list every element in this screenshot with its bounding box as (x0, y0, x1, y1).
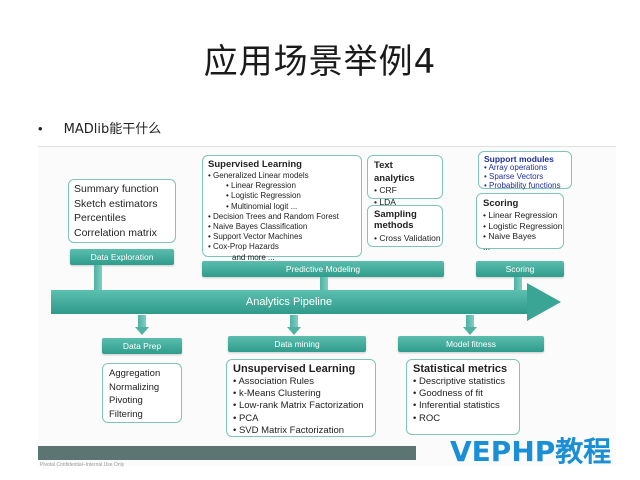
list-item: • Descriptive statistics (413, 376, 506, 387)
list-item: • Array operations (484, 163, 548, 172)
list-item: • PCA (233, 412, 259, 424)
list-item: • Low-rank Matrix Factorization (233, 400, 364, 412)
sampling-methods-box: Sampling methods • Cross Validation (367, 205, 443, 247)
list-item: • Multinomial logit ... (226, 201, 298, 211)
footer-note: Pivotal Confidential–Internal Use Only (40, 462, 125, 468)
footer-strip (38, 446, 416, 460)
list-item: • SVD Matrix Factorization (233, 424, 345, 436)
watermark-logo: VEPHP教程 (450, 435, 612, 468)
down-arrow-icon (135, 327, 149, 335)
list-item: Correlation matrix (74, 226, 157, 239)
connector (466, 315, 474, 329)
list-item: • Association Rules (233, 376, 314, 387)
unsupervised-learning-box: Unsupervised Learning • Association Rule… (226, 359, 376, 437)
list-item: Summary function (74, 183, 159, 195)
bullet-text: MADlib能干什么 (63, 122, 162, 137)
bullet-row: • MADlib能干什么 (38, 118, 161, 137)
support-modules-box: Support modules • Array operations • Spa… (478, 151, 572, 189)
list-item: • Linear Regression (483, 210, 558, 220)
down-arrow-icon (463, 327, 477, 335)
list-item: ... (483, 241, 491, 252)
box-header: Sampling methods (374, 209, 417, 231)
data-exploration-bar: Data Exploration (70, 249, 174, 265)
list-item: • Goodness of fit (413, 388, 483, 400)
connector (514, 277, 522, 297)
list-item: Filtering (109, 408, 143, 420)
list-item: • Naive Bayes Classification (208, 222, 308, 232)
data-prep-box: Aggregation Normalizing Pivoting Filteri… (102, 363, 182, 423)
supervised-learning-box: Supervised Learning • Generalized Linear… (202, 155, 362, 262)
list-item: • Cross Validation (374, 233, 441, 243)
analytics-pipeline-arrow: Analytics Pipeline (51, 290, 527, 314)
list-item: and more ... (232, 252, 275, 262)
connector (94, 265, 102, 297)
list-item: • Cox-Prop Hazards (208, 242, 279, 252)
list-item: • CRF (374, 185, 397, 195)
list-item: • Support Vector Machines (208, 232, 303, 242)
list-item: Aggregation (109, 368, 161, 379)
connector (290, 315, 298, 329)
list-item: • Inferential statistics (413, 400, 500, 412)
box-header: Statistical metrics (413, 363, 508, 375)
connector (138, 315, 146, 329)
slide-title: 应用场景举例4 (203, 42, 437, 82)
connector (320, 277, 328, 297)
data-prep-bar: Data Prep (102, 338, 182, 354)
list-item: • Generalized Linear models (208, 171, 309, 180)
exploration-box: Summary function Sketch estimators Perce… (68, 179, 176, 243)
data-mining-bar: Data mining (228, 336, 366, 352)
list-item: • Probability functions (484, 180, 561, 190)
scoring-bar: Scoring (476, 261, 564, 277)
list-item: • Logistic Regression (483, 220, 563, 231)
list-item: • Linear Regression (226, 181, 296, 191)
text-analytics-box: Text analytics • CRF • LDA (367, 155, 443, 207)
list-item: • Logistic Regression (226, 191, 301, 201)
box-header: Text analytics (374, 160, 415, 184)
down-arrow-icon (287, 327, 301, 335)
scoring-box: Scoring • Linear Regression • Logistic R… (476, 193, 564, 252)
list-item: • ROC (413, 412, 441, 424)
box-header: Supervised Learning (208, 159, 302, 170)
list-item: Sketch estimators (74, 197, 158, 210)
list-item: Normalizing (109, 381, 160, 393)
predictive-modeling-bar: Predictive Modeling (202, 261, 444, 277)
list-item: Percentiles (74, 212, 126, 224)
list-item: • Naive Bayes (483, 231, 537, 241)
list-item: • k-Means Clustering (233, 388, 321, 400)
bullet-marker: • (38, 121, 43, 136)
statistical-metrics-box: Statistical metrics • Descriptive statis… (406, 359, 520, 435)
model-fitness-bar: Model fitness (398, 336, 544, 352)
list-item: Pivoting (109, 395, 143, 406)
list-item: • LDA (374, 196, 396, 207)
list-item: • Sparse Vectors (484, 171, 544, 181)
pipeline-arrowhead-icon (527, 283, 561, 321)
box-header: Scoring (483, 198, 519, 209)
box-header: Support modules (484, 154, 554, 164)
list-item: • Decision Trees and Random Forest (208, 211, 339, 221)
box-header: Unsupervised Learning (233, 363, 356, 375)
